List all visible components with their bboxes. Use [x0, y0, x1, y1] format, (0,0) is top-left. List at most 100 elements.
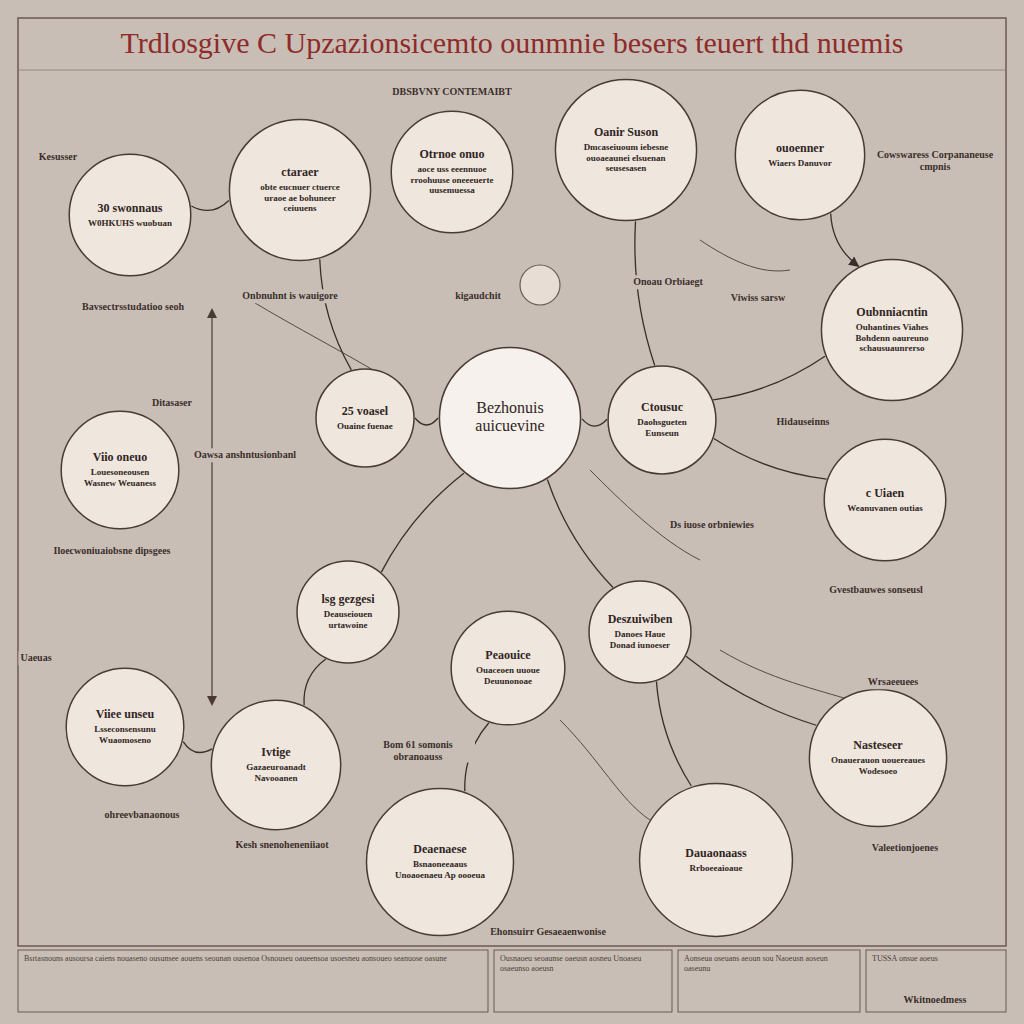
- vertical-line: [211, 312, 212, 702]
- node-content: lsg gezgesiDeauseiouen urtawoine: [313, 593, 384, 630]
- node-body: Daohsgueten Eunseun: [625, 417, 700, 439]
- text-label: DBSBVNY CONTEMAIBT: [390, 85, 513, 99]
- node-heading: Deaenaese: [389, 843, 491, 857]
- node-body: Ouaine fuenae: [331, 421, 399, 432]
- node-content: Oanir SusonDmcaseiuoum iebesne ouoaeaune…: [577, 126, 675, 174]
- circle-node: PeaouiceOuaceoen uuoue Deuunonoae: [450, 610, 566, 726]
- leader-line: [700, 240, 790, 271]
- frame: [18, 18, 1006, 946]
- footer-box: [18, 950, 488, 1012]
- node-heading: Otrnoe onuo: [410, 148, 494, 162]
- leader-line: [560, 720, 650, 820]
- node-body: Bsnaoneeaaus Unoaoenaeu Ap oooeua: [389, 859, 491, 881]
- node-body: Onauerauon uouereaues Wodesoeo: [831, 755, 926, 777]
- text-label: Hidauseinns: [775, 415, 832, 429]
- small-circle: [520, 265, 560, 305]
- node-body: W0HKUHS wuobuan: [88, 218, 172, 229]
- connector: [635, 221, 655, 365]
- node-heading: ouoenner: [755, 142, 845, 156]
- circle-node: DeszuiwibenDanoes Haue Donad iunoeser: [588, 580, 692, 684]
- node-heading: Nasteseer: [831, 739, 926, 753]
- node-heading: Viio oneuo: [79, 451, 161, 465]
- connector: [686, 656, 816, 725]
- text-label: Iloecwoniuaiobsne dipsgees: [52, 544, 173, 558]
- text-label: Bavsectrsstudatioo seoh: [80, 300, 186, 314]
- circle-outline: [823, 438, 947, 562]
- footer-text: TUSSA onsue aoeus: [872, 954, 1000, 964]
- circle-node: Otrnoe onuoaoce uss eeennuoe rroohuuse o…: [390, 110, 514, 234]
- node-heading: Ivtige: [231, 746, 321, 760]
- connector: [547, 480, 613, 588]
- text-label: kigaudchit: [453, 289, 503, 303]
- node-body: Danoes Haue Donad iunoeser: [605, 629, 676, 651]
- circle-node: IvtigeGazaeuroanadt Navooanen: [210, 699, 342, 831]
- node-body: Rrboeeaioaue: [663, 863, 769, 874]
- node-body: obte eucnuer ctuerce uraoe ae bohuneer c…: [251, 182, 349, 214]
- text-label: Onbnuhnt is wauigore: [240, 289, 339, 303]
- node-heading: Oanir Suson: [577, 126, 675, 140]
- circle-node: 25 voaselOuaine fuenae: [315, 368, 415, 468]
- node-heading: Deszuiwiben: [605, 613, 676, 627]
- node-content: Viiee unseuLsseconsensunu Wuaomoseno: [84, 708, 166, 745]
- node-heading: c Uiaen: [843, 487, 927, 501]
- circle-node: NasteseerOnauerauon uouereaues Wodesoeo: [808, 688, 948, 828]
- text-label: Cowswaress Corpananeuse cmpnis: [873, 148, 997, 173]
- circle-node: DauaonaassRrboeeaioaue: [638, 782, 794, 938]
- node-heading: lsg gezgesi: [313, 593, 384, 607]
- node-content: DeaenaeseBsnaoneeaaus Unoaoenaeu Ap oooe…: [389, 843, 491, 880]
- connector: [304, 659, 326, 705]
- node-content: ouoennerWiaers Danuvor: [755, 142, 845, 169]
- circle-outline: [315, 368, 415, 468]
- connector: [320, 259, 352, 370]
- footer-text: Bsrtasnouns ausoursa caiens nouaseno ous…: [24, 954, 482, 964]
- text-label: Viwiss sarsw: [729, 291, 787, 305]
- title: Trdlosgive C Upzazionsicemto ounmnie bes…: [20, 26, 1004, 60]
- rule: [18, 70, 1006, 71]
- circle-node: Bezhonuis auicuevine: [438, 346, 582, 490]
- node-body: Gazaeuroanadt Navooanen: [231, 762, 321, 784]
- arrow-head: [207, 308, 217, 318]
- text-label: Ds iuose orbniewies: [668, 518, 756, 532]
- node-content: c UiaenWeanuvanen outias: [843, 487, 927, 514]
- node-content: 25 voaselOuaine fuenae: [331, 405, 399, 432]
- node-heading: Viiee unseu: [84, 708, 166, 722]
- leader-line: [590, 470, 700, 560]
- text-label: Gvestbauwes sonseusl: [827, 583, 925, 597]
- circle-node: CtousucDaohsgueten Eunseun: [607, 365, 717, 475]
- text-label: Onoau Orbiaegt: [631, 275, 705, 289]
- node-content: DeszuiwibenDanoes Haue Donad iunoeser: [605, 613, 676, 650]
- text-label: Kesusser: [37, 150, 79, 164]
- circle-node: Viio oneuoLouesoneousen Wasnew Weuaness: [60, 410, 180, 530]
- node-body: Ouhantines Viahes Bohdenn oaureuno schau…: [843, 322, 941, 354]
- node-content: OubnniacntinOuhantines Viahes Bohdenn oa…: [843, 306, 941, 354]
- connector: [831, 213, 859, 266]
- arrow-head: [207, 696, 217, 706]
- circle-node: Viiee unseuLsseconsensunu Wuaomoseno: [65, 667, 185, 787]
- text-label: Uaeuas: [18, 651, 53, 665]
- node-heading: 25 voasel: [331, 405, 399, 419]
- node-body: Lsseconsensunu Wuaomoseno: [84, 724, 166, 746]
- node-content: CtousucDaohsgueten Eunseun: [625, 401, 700, 438]
- node-body: Wiaers Danuvor: [755, 158, 845, 169]
- node-content: Viio oneuoLouesoneousen Wasnew Weuaness: [79, 451, 161, 488]
- circle-outline: [68, 153, 192, 277]
- node-body: Weanuvanen outias: [843, 503, 927, 514]
- node-heading: 30 swonnaus: [88, 202, 172, 216]
- text-label: Ehonsuirr Gesaeaenwonise: [488, 925, 608, 939]
- node-content: ctaraerobte eucnuer ctuerce uraoe ae boh…: [251, 166, 349, 214]
- text-label: ohreevbanaonous: [103, 808, 182, 822]
- text-label: Wkitnoedmess: [902, 993, 969, 1007]
- circle-node: c UiaenWeanuvanen outias: [823, 438, 947, 562]
- text-label: Valeetionjoenes: [870, 841, 940, 855]
- leader-line: [250, 300, 390, 380]
- footer-box: [678, 950, 860, 1012]
- circle-node: OubnniacntinOuhantines Viahes Bohdenn oa…: [820, 258, 964, 402]
- node-body: Dmcaseiuoum iebesne ouoaeaunei elsuenan …: [577, 142, 675, 174]
- footer-box: [494, 950, 672, 1012]
- text-label: Oawsa anshntusionbanl: [192, 448, 298, 462]
- circle-node: DeaenaeseBsnaoneeaaus Unoaoenaeu Ap oooe…: [365, 787, 515, 937]
- node-content: Bezhonuis auicuevine: [461, 399, 559, 438]
- node-heading: Ctousuc: [625, 401, 700, 415]
- connector: [713, 356, 825, 400]
- connector: [714, 439, 827, 479]
